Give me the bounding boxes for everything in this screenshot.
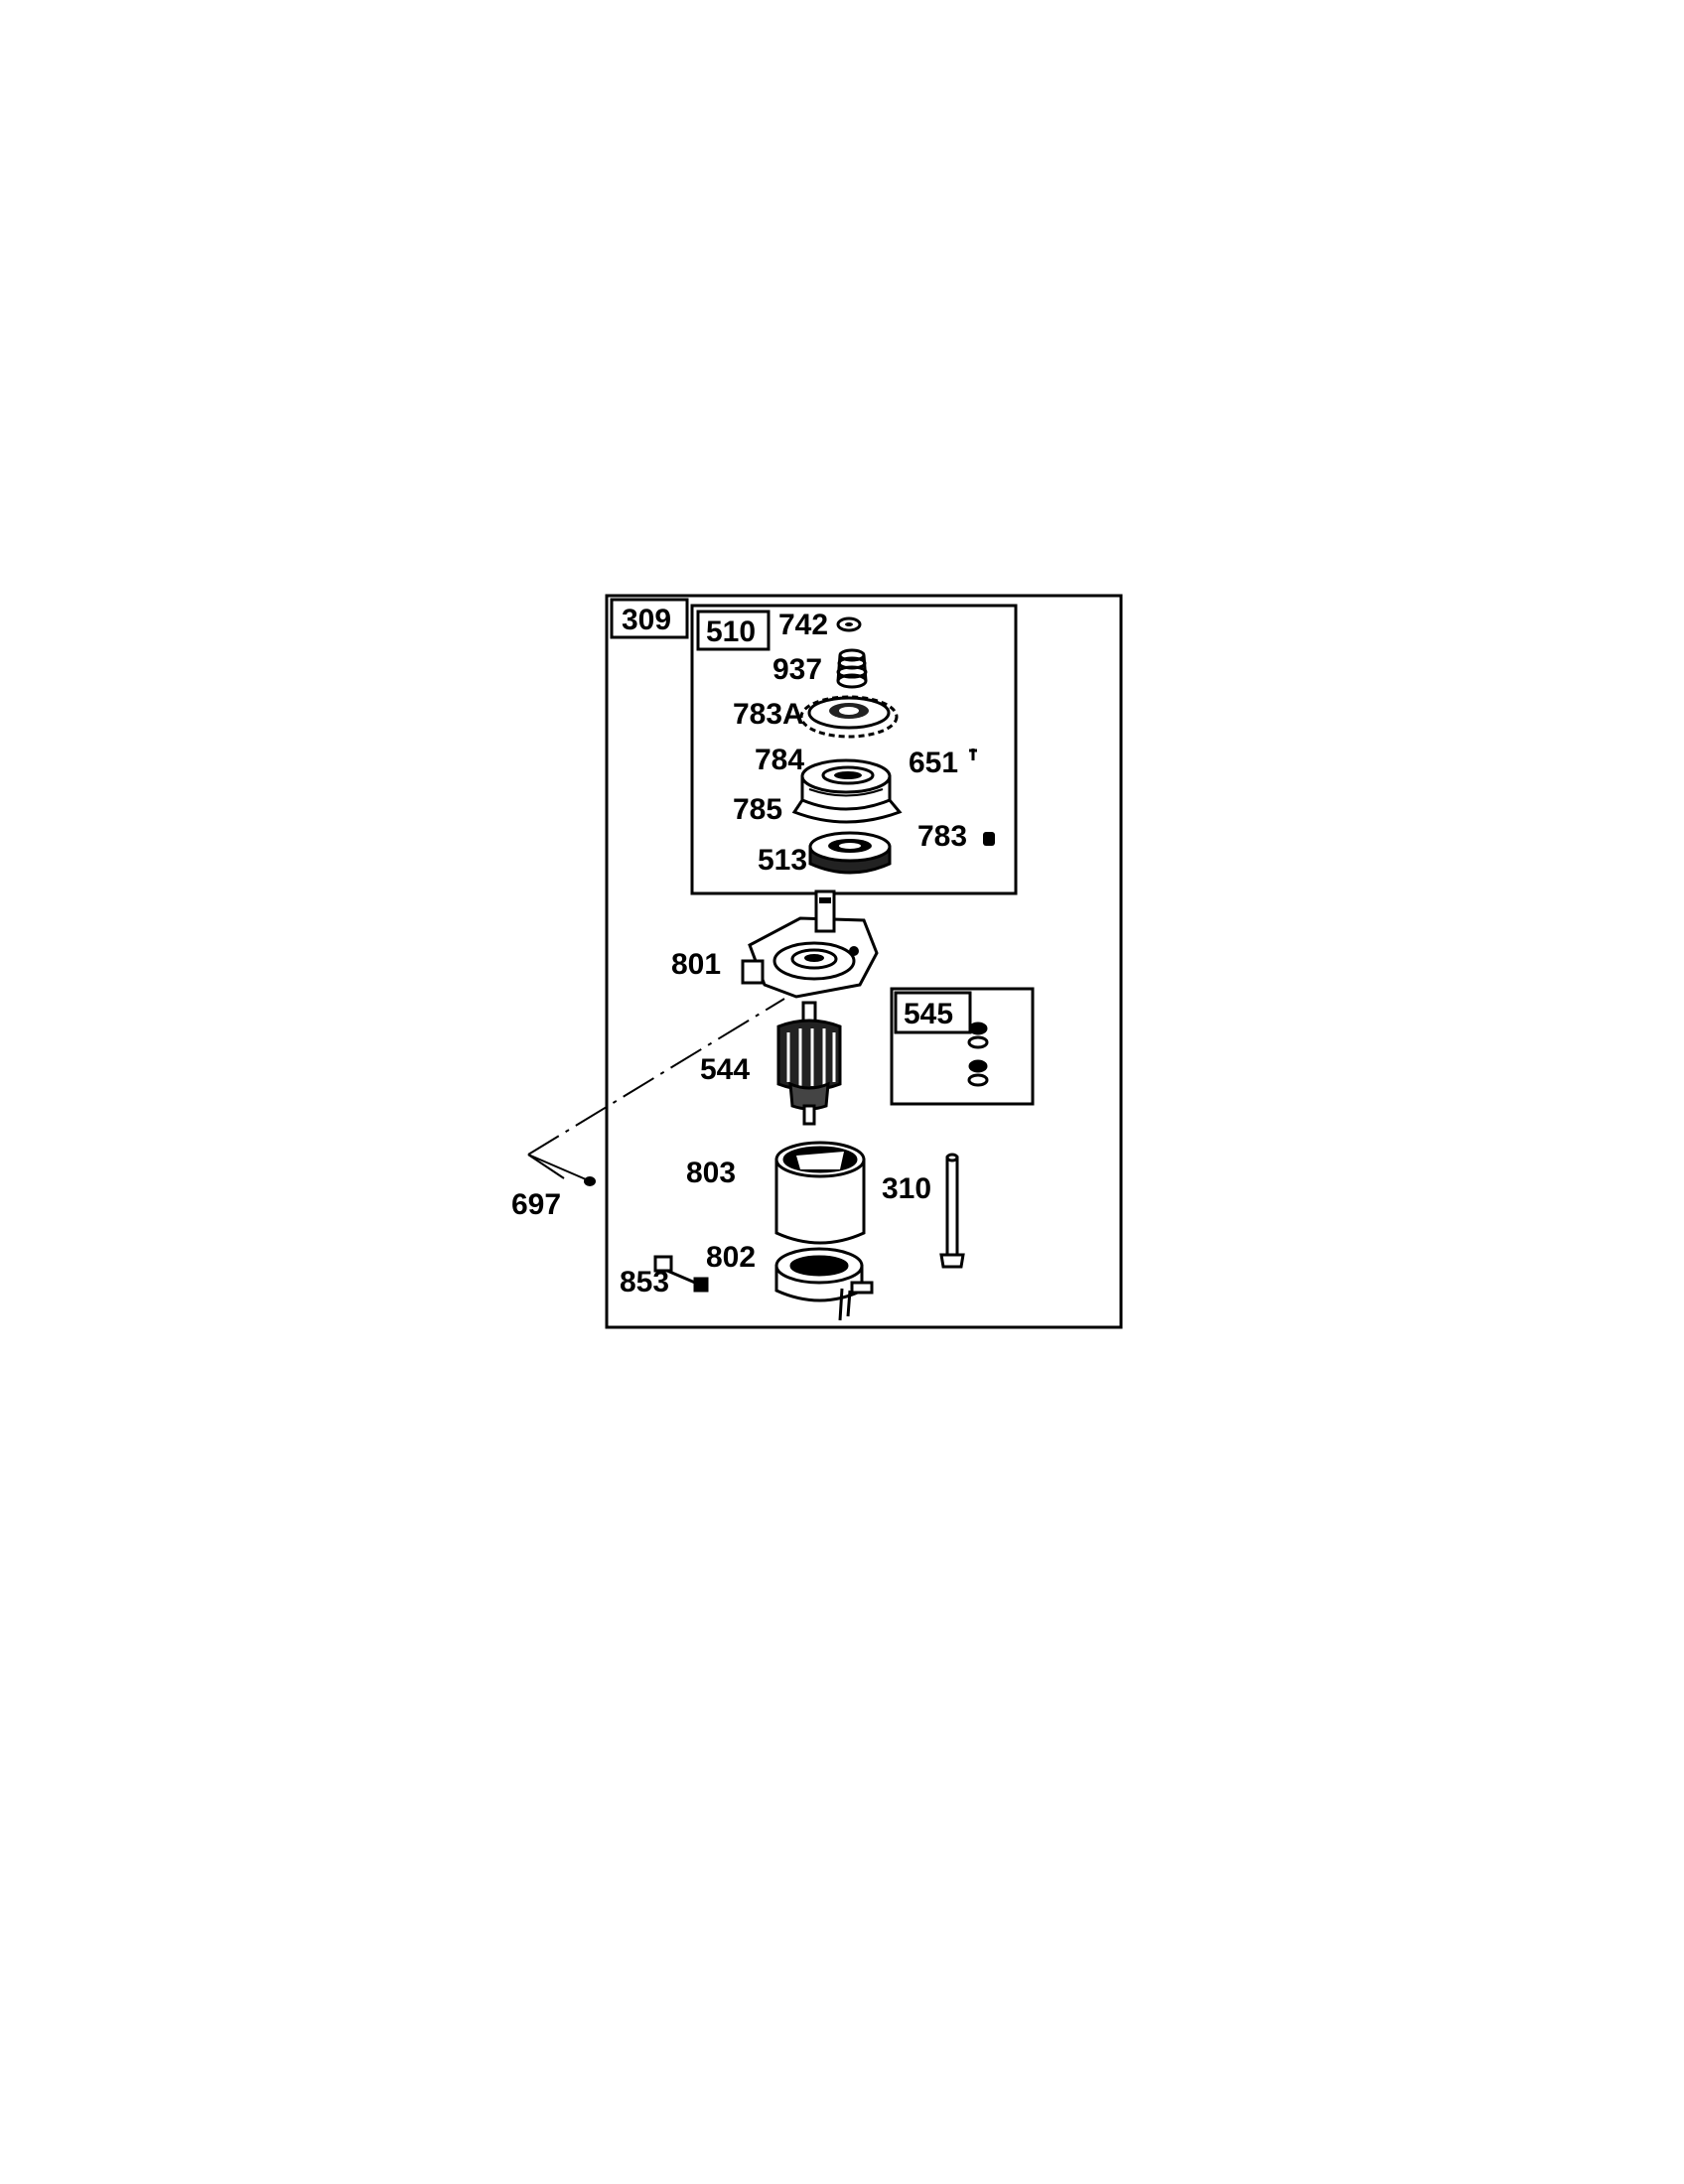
- callout-853: 853: [620, 1266, 669, 1298]
- leader-line-697: [527, 998, 785, 1179]
- callout-783a: 783A: [733, 698, 804, 731]
- callout-697: 697: [511, 1188, 561, 1221]
- callout-310: 310: [882, 1172, 931, 1205]
- callout-651: 651: [909, 747, 958, 779]
- part-937-spring: [836, 648, 868, 689]
- part-802-brush-end-cap: [774, 1247, 874, 1321]
- part-697-screw: [527, 1154, 596, 1186]
- callout-937: 937: [772, 653, 822, 686]
- part-545-washers: [967, 1022, 989, 1087]
- subassembly-label-545: 545: [904, 998, 953, 1030]
- callout-513: 513: [758, 844, 807, 877]
- callout-783: 783: [917, 820, 967, 853]
- part-801-drive-end-cap: [741, 889, 879, 999]
- callout-801: 801: [671, 948, 721, 981]
- callout-784: 784: [755, 744, 804, 776]
- part-513-clutch: [808, 831, 892, 875]
- part-784-785-drive-housing: [791, 758, 903, 824]
- part-742-snap-ring: [836, 616, 862, 632]
- subassembly-label-box-510: 510: [696, 610, 771, 651]
- callout-785: 785: [733, 793, 782, 826]
- subassembly-frame-545: [890, 987, 1035, 1106]
- part-783a-pinion-gear: [799, 695, 899, 739]
- assembly-label-309: 309: [622, 604, 671, 636]
- part-651-pin: [969, 749, 977, 760]
- part-310-through-bolt: [939, 1153, 965, 1269]
- subassembly-label-510: 510: [706, 615, 756, 648]
- subassembly-label-box-545: 545: [894, 991, 972, 1034]
- part-853-connector: [653, 1255, 709, 1293]
- part-803-field-housing: [774, 1141, 866, 1245]
- callout-802: 802: [706, 1241, 756, 1274]
- assembly-frame-309: [605, 594, 1123, 1329]
- part-783-bushing: [983, 832, 995, 846]
- subassembly-frame-510: [690, 604, 1018, 895]
- callout-803: 803: [686, 1157, 736, 1189]
- part-544-armature: [776, 1001, 842, 1126]
- assembly-label-box-309: 309: [610, 598, 689, 639]
- callout-544: 544: [700, 1053, 750, 1086]
- callout-742: 742: [778, 609, 828, 641]
